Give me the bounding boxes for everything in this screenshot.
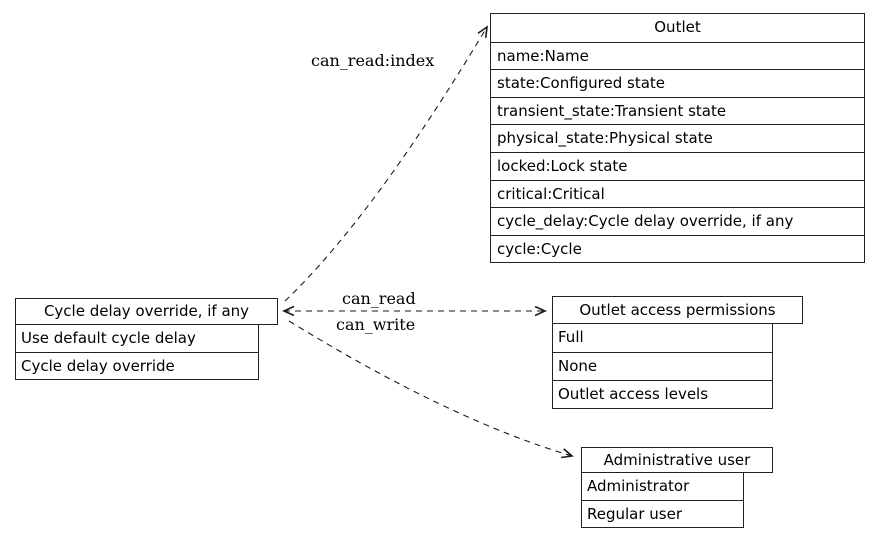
permission-row-full: Full xyxy=(558,328,584,346)
node-administrative-user-body: Administrator Regular user xyxy=(581,472,744,528)
node-outlet-access-permissions-body: Full None Outlet access levels xyxy=(552,323,773,409)
outlet-row-locked: locked:Lock state xyxy=(491,151,864,180)
edge-label-can-read-index: can_read:index xyxy=(311,51,435,70)
admin-row-administrator: Administrator xyxy=(587,477,690,495)
cycle-delay-row-override: Cycle delay override xyxy=(16,352,258,379)
edge-can-write xyxy=(288,320,572,456)
node-cycle-delay-field-title: Cycle delay override, if any xyxy=(15,298,278,325)
node-outlet: Outlet name:Name state:Configured state … xyxy=(490,13,865,264)
admin-row-regular-user: Regular user xyxy=(582,500,743,527)
node-administrative-user-title: Administrative user xyxy=(581,447,773,473)
permission-row-none: None xyxy=(553,352,772,380)
outlet-row-cycle: cycle:Cycle xyxy=(491,234,864,263)
outlet-row-transient-state: transient_state:Transient state xyxy=(491,96,864,125)
outlet-row-cycle-delay: cycle_delay:Cycle delay override, if any xyxy=(491,207,864,235)
outlet-row-critical: critical:Critical xyxy=(491,179,864,208)
outlet-row-state: state:Configured state xyxy=(491,69,864,97)
edge-label-can-write: can_write xyxy=(336,315,416,334)
permission-row-levels: Outlet access levels xyxy=(553,380,772,408)
node-outlet-title: Outlet xyxy=(654,18,701,36)
outlet-row-physical-state: physical_state:Physical state xyxy=(491,124,864,152)
node-outlet-access-permissions-title: Outlet access permissions xyxy=(552,296,803,324)
outlet-row-name: name:Name xyxy=(491,41,864,70)
cycle-delay-row-default: Use default cycle delay xyxy=(21,329,196,347)
node-cycle-delay-field-body: Use default cycle delay Cycle delay over… xyxy=(15,324,259,380)
edge-label-can-read: can_read xyxy=(342,289,416,308)
